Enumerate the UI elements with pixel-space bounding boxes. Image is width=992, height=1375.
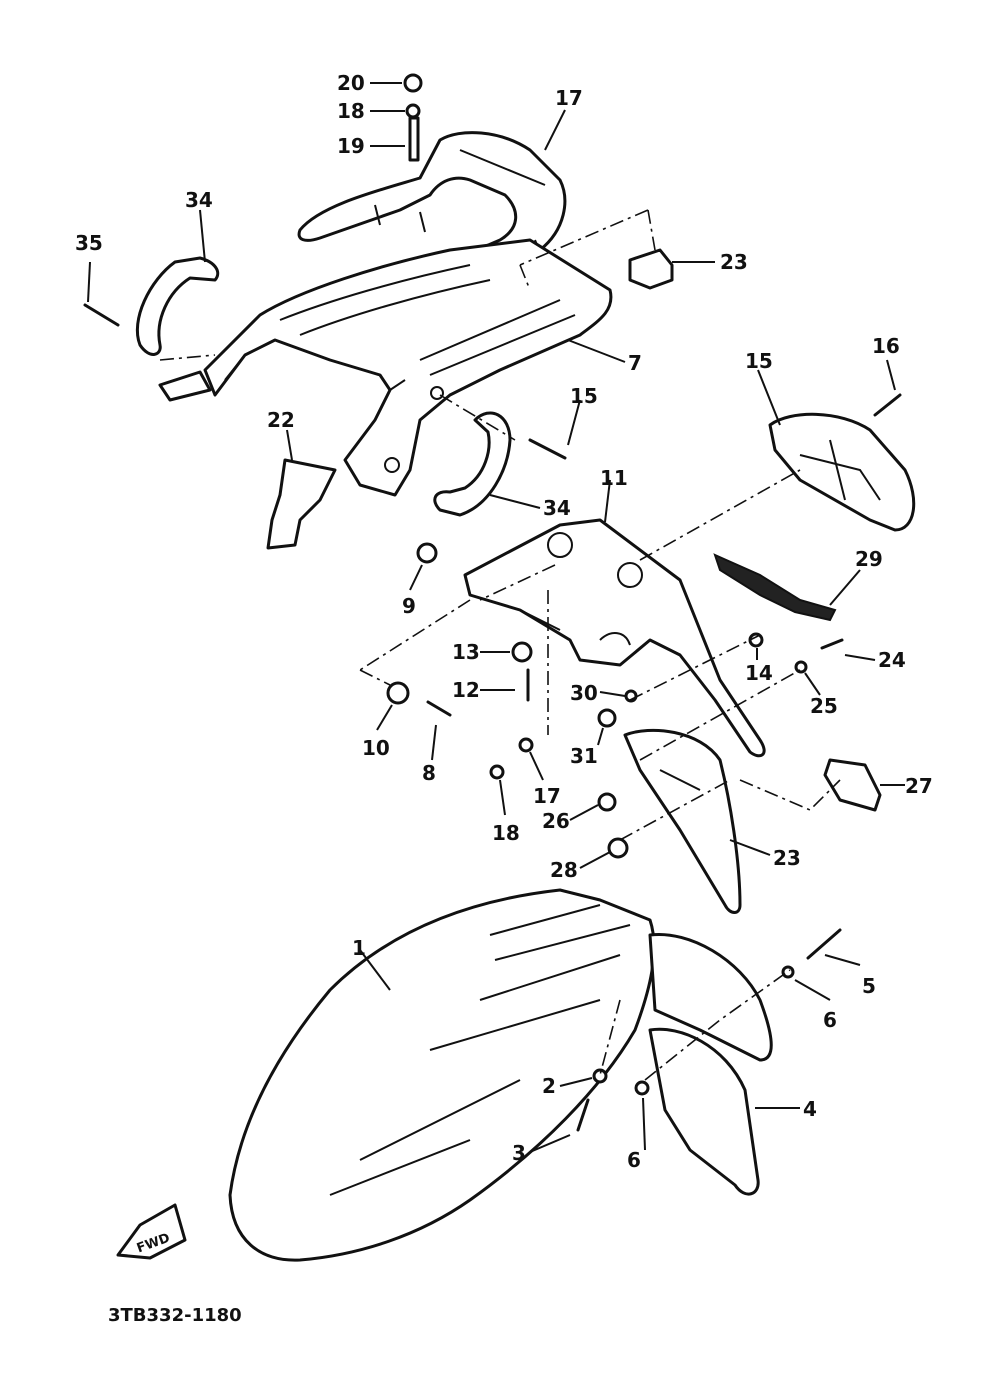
callout-35: 35 bbox=[75, 231, 103, 255]
part-25-guard bbox=[623, 728, 742, 914]
part-29-plate bbox=[823, 758, 882, 812]
callout-11: 11 bbox=[600, 466, 628, 490]
callout-1: 1 bbox=[352, 936, 366, 960]
callout-34-lower: 34 bbox=[543, 496, 571, 520]
assembly-lines bbox=[159, 209, 841, 1081]
part-1-fender bbox=[228, 888, 656, 1262]
callout-34-upper: 34 bbox=[185, 188, 213, 212]
callout-2: 2 bbox=[542, 1074, 556, 1098]
callout-33: 31 bbox=[570, 744, 598, 768]
callout-22: 20 bbox=[337, 71, 365, 95]
callout-24: 23 bbox=[720, 250, 748, 274]
callout-27: 25 bbox=[810, 694, 838, 718]
callout-13: 13 bbox=[452, 640, 480, 664]
callout-15-light: 15 bbox=[745, 349, 773, 373]
callout-17: 17 bbox=[533, 784, 561, 808]
callout-14: 14 bbox=[745, 661, 773, 685]
callout-30: 28 bbox=[550, 858, 578, 882]
callout-23: 22 bbox=[267, 408, 295, 432]
callout-6-lower: 6 bbox=[627, 1148, 641, 1172]
callout-20: 18 bbox=[337, 99, 365, 123]
part-15-taillight bbox=[768, 412, 916, 532]
part-7-cover bbox=[158, 238, 613, 497]
callout-28: 26 bbox=[542, 809, 570, 833]
part-24-block bbox=[628, 248, 674, 290]
callout-25: 23 bbox=[773, 846, 801, 870]
leader-lines bbox=[87, 82, 905, 1153]
callout-18: 18 bbox=[492, 821, 520, 845]
part-34-handle-right bbox=[433, 411, 512, 517]
hardware bbox=[83, 73, 902, 1132]
part-11-bracket bbox=[463, 518, 766, 758]
part-34-handle-left bbox=[135, 256, 220, 356]
callout-6-upper: 6 bbox=[823, 1008, 837, 1032]
callout-3: 3 bbox=[512, 1141, 526, 1165]
callout-29: 27 bbox=[905, 774, 933, 798]
callout-10: 10 bbox=[362, 736, 390, 760]
callout-19: 17 bbox=[555, 86, 583, 110]
callout-32: 30 bbox=[570, 681, 598, 705]
callout-5: 5 bbox=[862, 974, 876, 998]
figure-code: 3TB332-1180 bbox=[108, 1305, 242, 1326]
callout-26: 24 bbox=[878, 648, 906, 672]
part-31-reflector bbox=[713, 553, 837, 622]
callout-21: 19 bbox=[337, 134, 365, 158]
callout-16: 16 bbox=[872, 334, 900, 358]
callout-9: 9 bbox=[402, 594, 416, 618]
part-4-flap bbox=[648, 932, 773, 1196]
forward-arrow-icon: FWD bbox=[116, 1203, 187, 1260]
callout-4: 4 bbox=[803, 1097, 817, 1121]
callout-31: 29 bbox=[855, 547, 883, 571]
callout-12: 12 bbox=[452, 678, 480, 702]
callout-7: 7 bbox=[628, 351, 642, 375]
part-23-pad bbox=[266, 458, 337, 550]
callout-labels: 20 18 19 17 34 35 23 7 22 15 15 16 34 11… bbox=[75, 71, 933, 1172]
callout-8: 8 bbox=[422, 761, 436, 785]
callout-15-bolt: 15 bbox=[570, 384, 598, 408]
